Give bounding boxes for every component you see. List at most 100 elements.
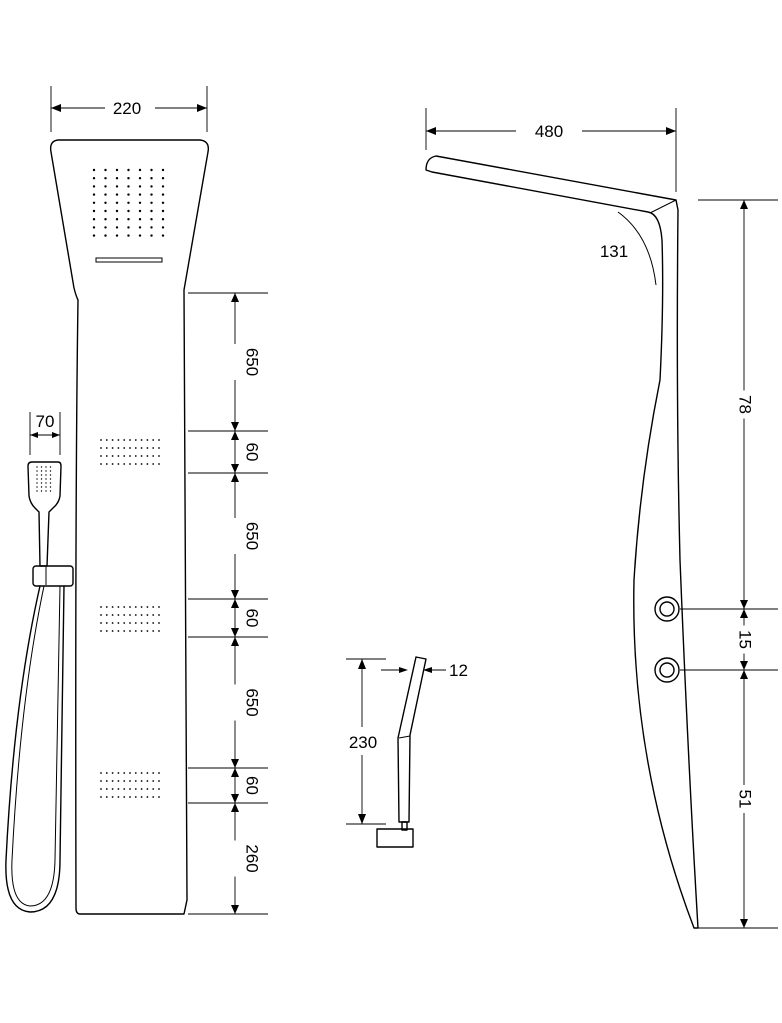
nozzle-dot [111,455,114,457]
nozzle-dot [161,193,165,196]
nozzle-dot [115,185,119,188]
dimension-label: 220 [113,99,141,118]
nozzle-dot [152,772,155,774]
nozzle-dot [92,177,96,180]
nozzle-dot [158,796,160,798]
nozzle-dot [104,226,107,229]
nozzle-dot [134,455,137,457]
nozzle-dot [49,466,52,468]
nozzle-dot [100,772,102,774]
nozzle-dot [138,177,142,180]
nozzle-dot [100,622,102,624]
nozzle-dot [150,218,153,221]
dimension-handshower-width: 70 [29,412,61,455]
dimension-width: 220 [50,86,208,132]
nozzle-dot [161,201,165,204]
body-jet-nozzles [100,606,160,632]
nozzle-dot [105,780,108,782]
spout-base [376,828,414,848]
nozzle-dot [92,209,96,213]
nozzle-dot [127,201,130,204]
nozzle-dot [134,772,137,774]
nozzle-dot [129,796,131,798]
nozzle-dot [134,614,137,616]
nozzle-dot [152,606,155,608]
nozzle-dot [140,447,143,449]
nozzle-dot [127,177,130,180]
nozzle-dot [92,201,96,204]
nozzle-dot [123,780,126,782]
nozzle-dot [146,780,149,782]
nozzle-dot [111,447,114,449]
nozzle-dot [45,470,47,472]
nozzle-dot [140,439,143,441]
nozzle-dot [152,463,155,465]
nozzle-dot [111,772,114,774]
nozzle-dot [152,788,155,790]
dimension-label: 650 [243,348,262,376]
nozzle-dot [111,796,114,798]
dimension-label: 78 [736,395,755,414]
nozzle-dot [152,630,155,632]
nozzle-dot [105,606,108,608]
nozzle-dot [146,463,149,465]
nozzle-dot [111,463,114,465]
angle-arc [617,211,657,286]
nozzle-dot [105,463,108,465]
nozzle-dot [45,482,47,484]
nozzle-dot [150,209,153,213]
nozzle-dot [152,614,155,616]
nozzle-dot [123,447,126,449]
nozzle-dot [115,234,119,237]
nozzle-dot [140,463,143,465]
nozzle-dot [158,622,160,624]
nozzle-dot [115,218,119,221]
spout-outline [397,656,427,823]
nozzle-dot [100,780,102,782]
nozzle-dot [146,796,149,798]
nozzle-dot [104,218,107,221]
nozzle-dot [129,788,131,790]
nozzle-dot [49,490,52,492]
nozzle-dot [129,780,131,782]
nozzle-dot [161,226,165,229]
nozzle-dot [40,474,43,476]
nozzle-dot [105,614,108,616]
nozzle-dot [150,168,153,172]
nozzle-dot [40,470,43,472]
nozzle-dot [92,168,96,172]
nozzle-dot [134,447,137,449]
nozzle-dot [158,772,160,774]
nozzle-dot [45,466,47,468]
nozzle-dot [49,474,52,476]
nozzle-dot [117,447,120,449]
nozzle-dot [100,796,102,798]
nozzle-dot [134,606,137,608]
rain-shower-nozzles [92,168,165,237]
nozzle-dot [127,209,130,213]
nozzle-dot [158,606,160,608]
dimension-label: 650 [243,688,262,716]
nozzle-dot [129,447,131,449]
nozzle-dot [129,772,131,774]
nozzle-dot [129,455,131,457]
nozzle-dot [129,630,131,632]
panel-outline [49,139,210,915]
nozzle-dot [111,622,114,624]
nozzle-dot [152,447,155,449]
body-jet-nozzles [100,439,160,465]
nozzle-dot [123,788,126,790]
nozzle-dot [105,455,108,457]
dimension-label: 12 [449,661,468,680]
nozzle-dot [100,606,102,608]
nozzle-dot [36,482,38,484]
nozzle-dot [104,209,107,213]
nozzle-dot [40,478,43,480]
nozzle-dot [150,226,153,229]
nozzle-dot [150,193,153,196]
nozzle-dot [36,490,38,492]
nozzle-dot [111,439,114,441]
hand-shower-holder [32,565,74,587]
